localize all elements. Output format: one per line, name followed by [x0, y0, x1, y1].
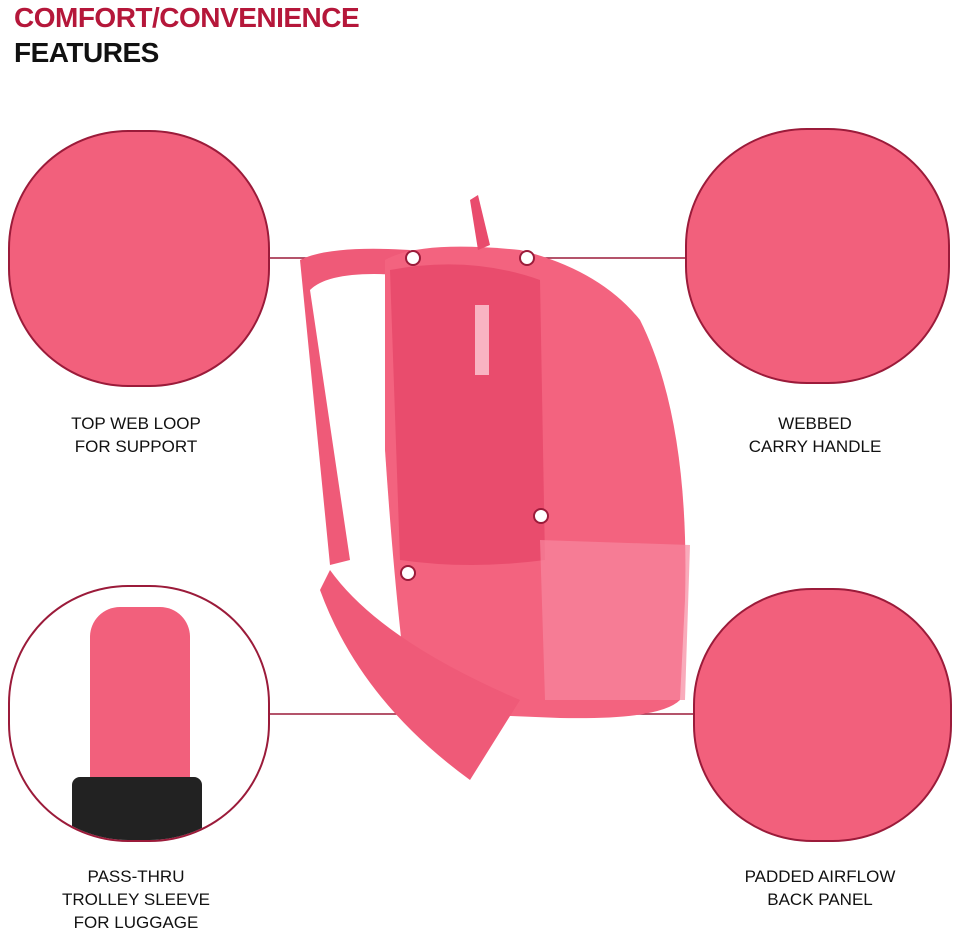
- detail-carry-handle: [685, 128, 950, 384]
- caption-back-panel: PADDED AIRFLOW BACK PANEL: [690, 865, 950, 911]
- detail-trolley-sleeve: [8, 585, 270, 842]
- caption-line: FOR LUGGAGE: [73, 913, 199, 932]
- callout-dots: [400, 250, 549, 581]
- caption-line: CARRY HANDLE: [748, 437, 882, 456]
- detail-top-web-loop: [8, 130, 270, 387]
- backpack-image: [300, 195, 690, 780]
- caption-line: TROLLEY SLEEVE: [61, 890, 211, 909]
- caption-line: PASS-THRU: [87, 867, 185, 886]
- heading-line-1: COMFORT/CONVENIENCE: [14, 2, 360, 33]
- caption-carry-handle: WEBBED CARRY HANDLE: [685, 412, 945, 458]
- caption-trolley-sleeve: PASS-THRU TROLLEY SLEEVE FOR LUGGAGE: [6, 865, 266, 934]
- detail-back-panel: [693, 588, 952, 842]
- heading-line-2: FEATURES: [14, 37, 159, 68]
- caption-line: BACK PANEL: [767, 890, 873, 909]
- caption-line: WEBBED: [778, 414, 852, 433]
- caption-top-web-loop: TOP WEB LOOP FOR SUPPORT: [6, 412, 266, 458]
- caption-line: FOR SUPPORT: [74, 437, 198, 456]
- caption-line: PADDED AIRFLOW: [744, 867, 896, 886]
- caption-line: TOP WEB LOOP: [71, 414, 201, 433]
